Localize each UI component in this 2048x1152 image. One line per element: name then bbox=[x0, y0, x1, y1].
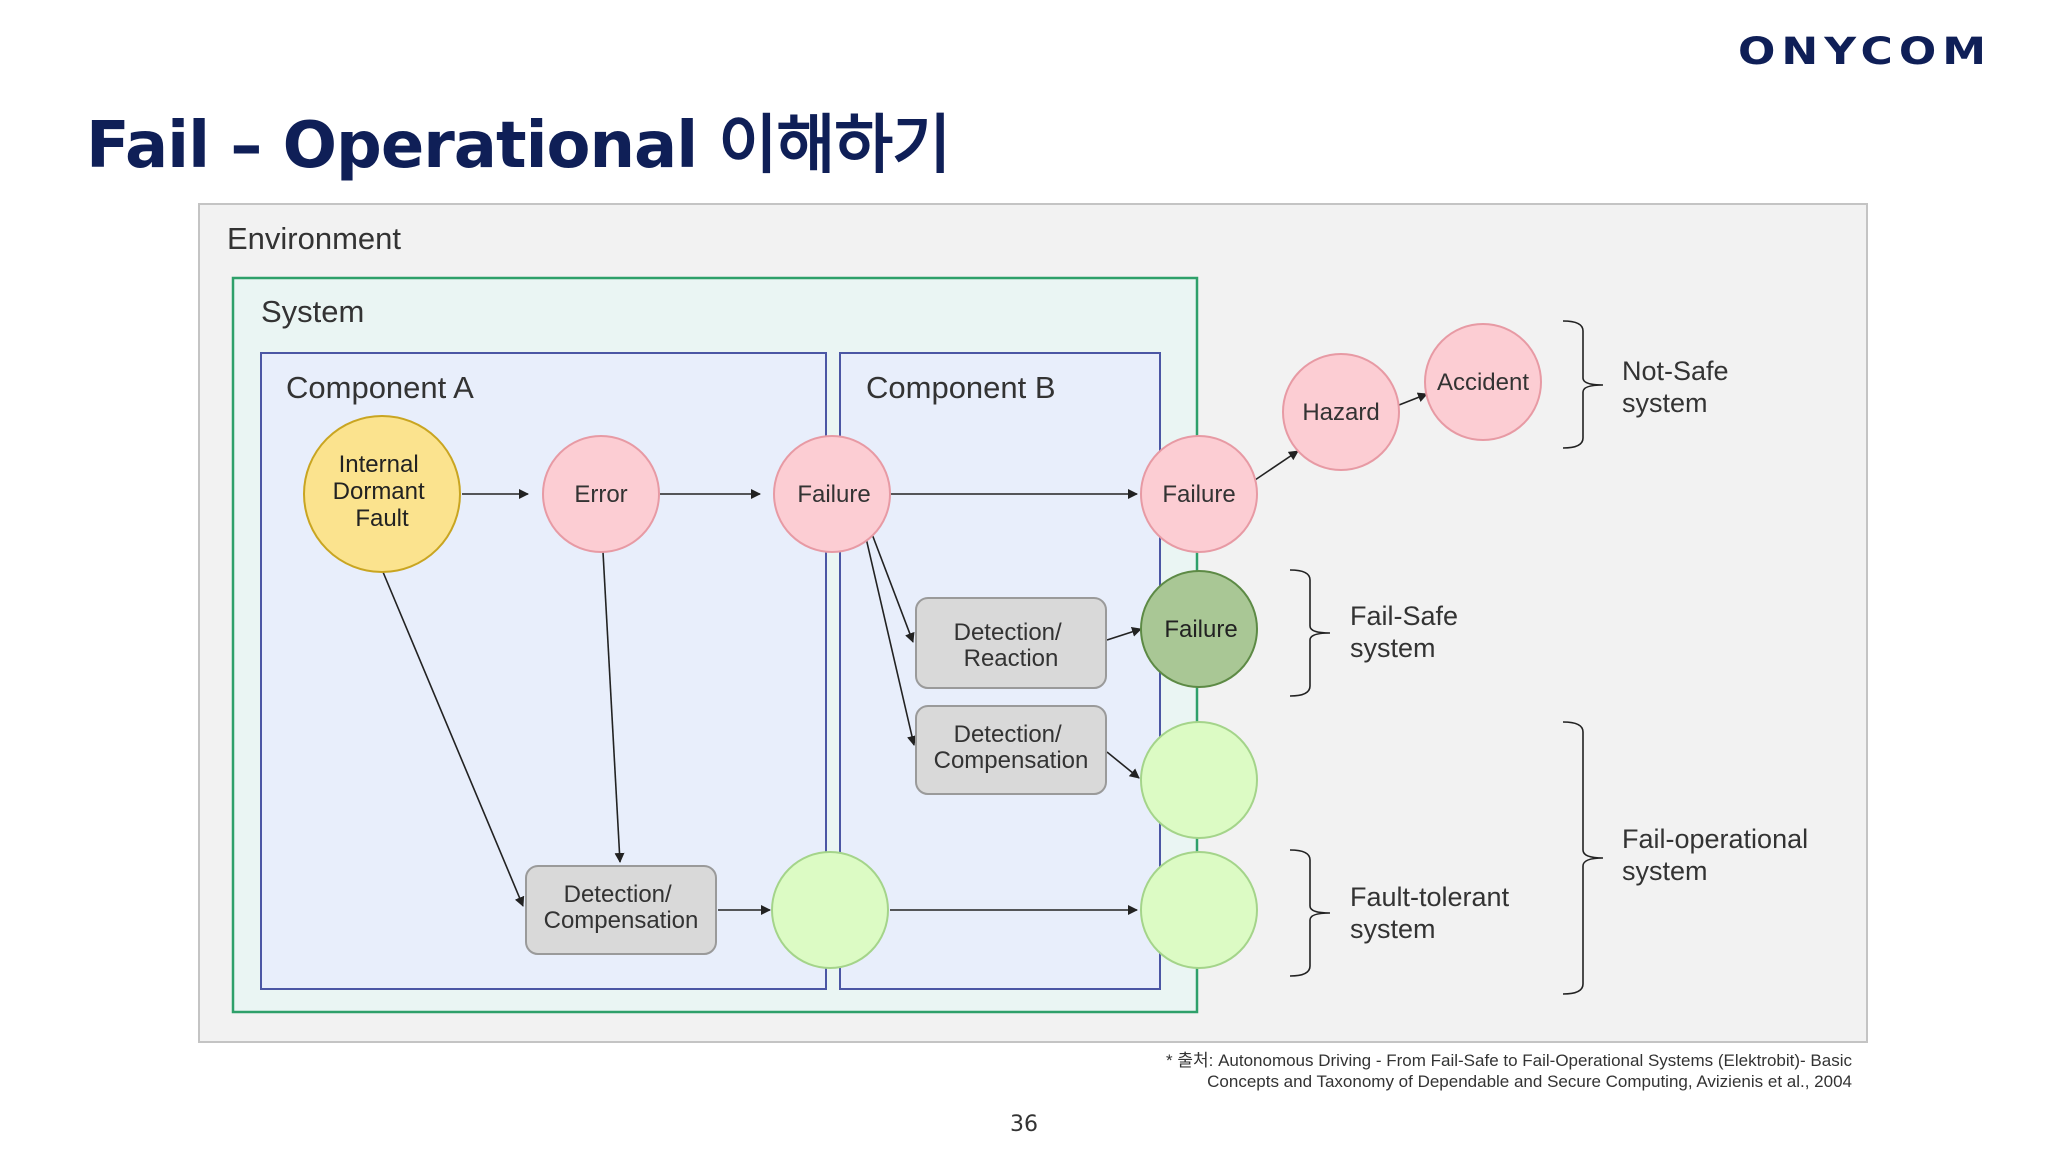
arrow-failure-a-to-detection-reaction bbox=[871, 533, 915, 643]
source-note: * 출처: Autonomous Driving - From Fail-Saf… bbox=[1166, 1050, 1852, 1092]
hazard-label: Hazard bbox=[1302, 399, 1379, 426]
fault-tolerant-line-1: Fault-tolerant bbox=[1350, 882, 1510, 912]
fail-operational-label: Fail-operational system bbox=[1622, 824, 1816, 886]
arrow-fault-to-detection-compensation-a bbox=[382, 571, 525, 907]
fail-safe-bracket bbox=[1289, 569, 1331, 697]
operational-node-b-upper bbox=[1140, 721, 1258, 839]
not-safe-line-2: system bbox=[1622, 388, 1708, 418]
failure-a-label: Failure bbox=[797, 481, 870, 508]
arrow-detection-reaction-to-failure-safe bbox=[1106, 627, 1142, 641]
accident-node: Accident bbox=[1424, 323, 1542, 441]
detection-compensation-b-line-1: Detection/ bbox=[954, 721, 1062, 748]
not-safe-label: Not-Safe system bbox=[1622, 356, 1736, 418]
not-safe-bracket bbox=[1562, 320, 1604, 449]
fail-operational-bracket bbox=[1562, 721, 1604, 995]
component-b-label: Component B bbox=[866, 370, 1056, 405]
detection-compensation-a-line-2: Compensation bbox=[544, 907, 699, 934]
fail-safe-line-1: Fail-Safe bbox=[1350, 601, 1458, 631]
not-safe-line-1: Not-Safe bbox=[1622, 356, 1729, 386]
failure-safe-label: Failure bbox=[1164, 616, 1237, 643]
fault-line-3: Fault bbox=[355, 505, 409, 532]
fail-safe-line-2: system bbox=[1350, 633, 1436, 663]
system-label: System bbox=[261, 294, 364, 329]
detection-reaction-line-1: Detection/ bbox=[954, 619, 1062, 646]
onycom-logo: ONYCOM bbox=[1738, 30, 1993, 74]
detection-compensation-a-box: Detection/ Compensation bbox=[525, 865, 717, 955]
svg-text:Internal Dormant F: Internal Dormant Fault bbox=[333, 451, 432, 532]
hazard-node: Hazard bbox=[1282, 353, 1400, 471]
source-line-2: Concepts and Taxonomy of Dependable and … bbox=[1207, 1072, 1852, 1091]
failure-b-label: Failure bbox=[1162, 481, 1235, 508]
svg-text:Detection/ Compensation: Detection/ Compensation bbox=[934, 721, 1089, 774]
arrow-failure-b-to-hazard bbox=[1254, 450, 1299, 481]
arrow-error-to-detection-compensation-a bbox=[602, 551, 625, 863]
fault-line-1: Internal bbox=[339, 451, 419, 478]
fault-tolerant-line-2: system bbox=[1350, 914, 1436, 944]
source-line-1: * 출처: Autonomous Driving - From Fail-Saf… bbox=[1166, 1051, 1852, 1070]
detection-reaction-box: Detection/ Reaction bbox=[915, 597, 1107, 689]
svg-text:Detection/ Reaction: Detection/ Reaction bbox=[954, 619, 1069, 672]
error-label: Error bbox=[574, 481, 627, 508]
arrow-detection-compensation-b-to-ok bbox=[1106, 751, 1140, 779]
failure-safe-node: Failure bbox=[1140, 570, 1258, 688]
svg-text:Detection/ Compensation: Detection/ Compensation bbox=[544, 881, 699, 934]
accident-label: Accident bbox=[1437, 369, 1529, 396]
detection-reaction-line-2: Reaction bbox=[964, 645, 1059, 672]
detection-compensation-b-box: Detection/ Compensation bbox=[915, 705, 1107, 795]
detection-compensation-a-line-1: Detection/ bbox=[564, 881, 672, 908]
failure-b-node: Failure bbox=[1140, 435, 1258, 553]
operational-node-b-lower bbox=[1140, 851, 1258, 969]
page-number: 36 bbox=[1010, 1112, 1038, 1137]
fail-safe-label: Fail-Safe system bbox=[1350, 601, 1466, 663]
internal-dormant-fault-node: Internal Dormant Fault bbox=[303, 415, 461, 573]
fault-line-2: Dormant bbox=[333, 478, 425, 505]
detection-compensation-b-line-2: Compensation bbox=[934, 747, 1089, 774]
arrow-failure-a-to-detection-compensation-b bbox=[865, 537, 917, 746]
operational-node-a bbox=[771, 851, 889, 969]
component-a-label: Component A bbox=[286, 370, 474, 405]
fail-operational-line-1: Fail-operational bbox=[1622, 824, 1808, 854]
environment-label: Environment bbox=[227, 221, 401, 256]
fail-operational-line-2: system bbox=[1622, 856, 1708, 886]
page-title: Fail – Operational 이해하기 bbox=[86, 109, 951, 183]
failure-a-node: Failure bbox=[773, 435, 891, 553]
arrow-hazard-to-accident bbox=[1398, 392, 1428, 406]
error-node: Error bbox=[542, 435, 660, 553]
fault-tolerant-label: Fault-tolerant system bbox=[1350, 882, 1517, 944]
fault-tolerant-bracket bbox=[1289, 849, 1331, 977]
